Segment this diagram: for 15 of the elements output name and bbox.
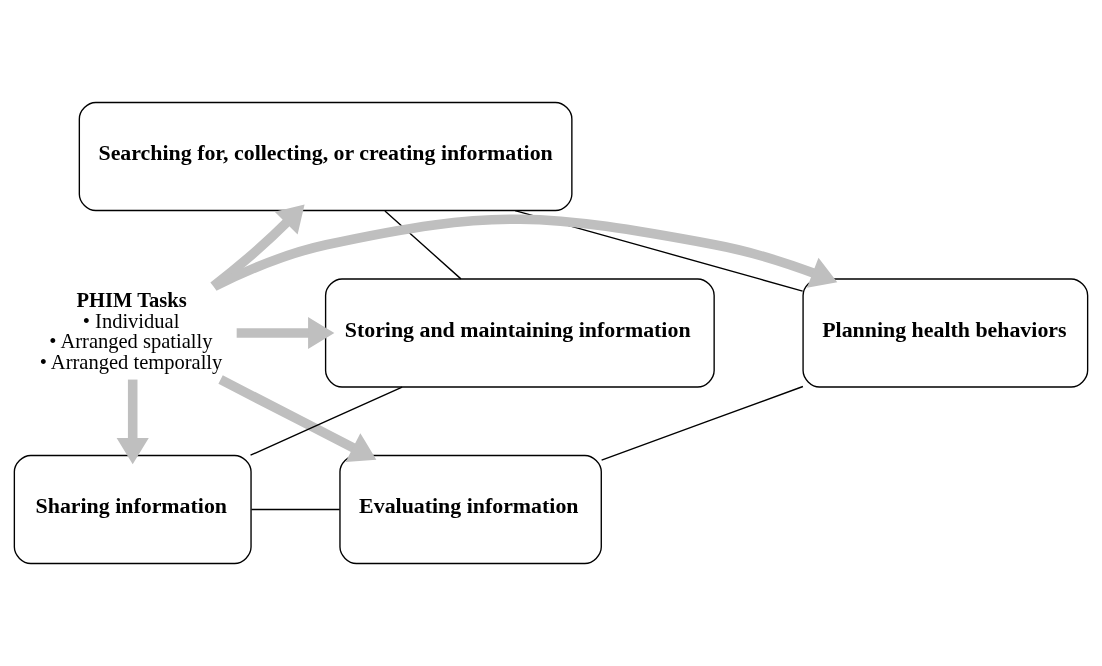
node-box: Searching for, collecting, or creating information	[78, 101, 573, 212]
connector	[600, 385, 804, 461]
connector	[250, 508, 341, 511]
node-box: Planning health behaviors	[802, 278, 1089, 388]
arrow	[212, 214, 838, 291]
connector	[384, 210, 462, 280]
arrow	[210, 204, 305, 290]
node-box: Evaluating information	[339, 454, 602, 565]
node-box: Sharing information	[13, 454, 252, 565]
node-box: Storing and maintaining information	[324, 278, 715, 388]
connector	[249, 386, 403, 456]
arrow	[116, 379, 149, 465]
arrow	[218, 375, 377, 462]
arrow	[236, 316, 335, 350]
node-text: PHIM Tasks • Individual • Arranged spatially • Arranged temporally	[39, 289, 223, 373]
